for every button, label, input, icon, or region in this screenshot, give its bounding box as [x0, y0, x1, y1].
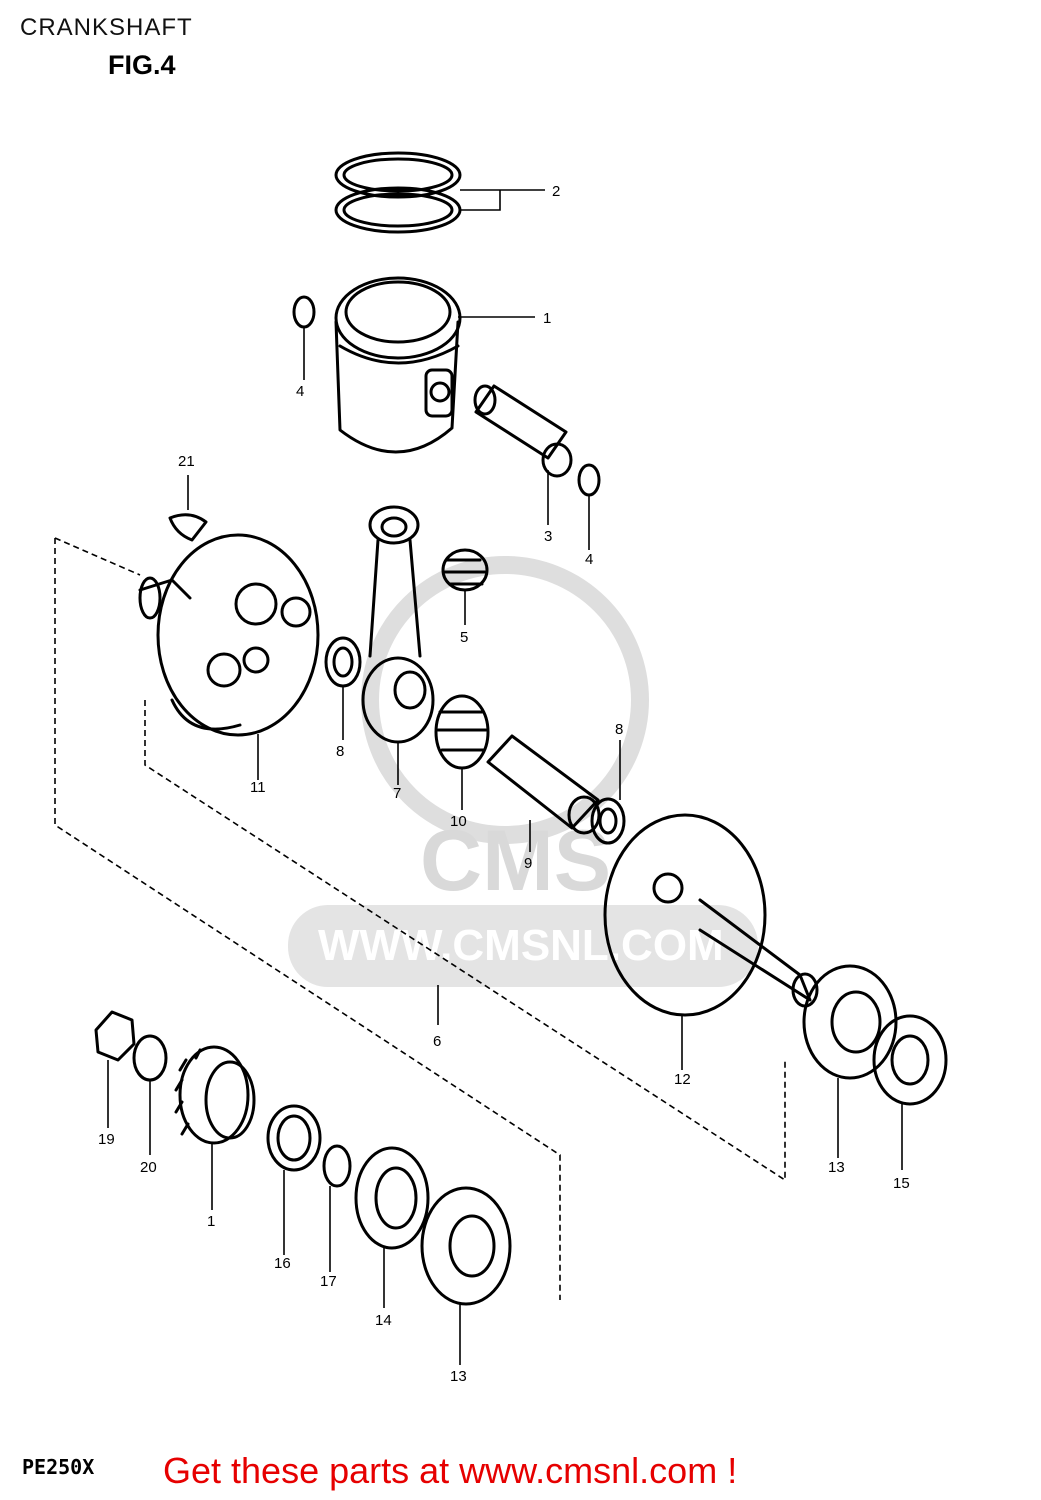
label-1-gear: 1 — [207, 1213, 215, 1230]
oil-seal-right — [872, 1014, 948, 1106]
label-8-right: 8 — [615, 721, 623, 738]
piston-pin — [473, 384, 573, 478]
label-6: 6 — [433, 1033, 441, 1050]
label-13-left: 13 — [450, 1368, 467, 1385]
label-3: 3 — [544, 528, 552, 545]
label-16: 16 — [274, 1255, 291, 1272]
part-labels: 2 1 4 21 3 4 5 8 8 11 7 10 9 6 12 19 20 … — [98, 183, 910, 1385]
primary-drive-gear — [174, 1045, 256, 1145]
label-13-right: 13 — [828, 1159, 845, 1176]
circlip-right — [577, 463, 601, 497]
label-14: 14 — [375, 1312, 392, 1329]
label-21: 21 — [178, 453, 195, 470]
label-19: 19 — [98, 1131, 115, 1148]
watermark-logo-ring — [361, 556, 649, 844]
watermark-logo-text: CMS — [420, 813, 611, 909]
crank-pin — [486, 734, 601, 835]
thrust-washer-right — [590, 797, 626, 845]
crank-half-left — [138, 533, 320, 737]
thrust-washer-left-inner — [332, 646, 354, 678]
label-20: 20 — [140, 1159, 157, 1176]
figure-number: FIG.4 — [108, 50, 176, 80]
label-8-left: 8 — [336, 743, 344, 760]
label-4-right: 4 — [585, 551, 593, 568]
oil-seal-left — [354, 1146, 430, 1250]
label-9: 9 — [524, 855, 532, 872]
big-end-bearing — [434, 694, 490, 770]
piston-rings — [334, 151, 462, 234]
page-title: CRANKSHAFT — [20, 14, 193, 41]
lock-washer — [132, 1034, 168, 1082]
label-12: 12 — [674, 1071, 691, 1088]
watermark-banner — [288, 905, 758, 987]
thrust-washer-left — [324, 636, 362, 688]
circlip-left — [292, 295, 316, 329]
spacer — [266, 1104, 322, 1172]
label-2: 2 — [552, 183, 560, 200]
crank-half-right — [603, 813, 819, 1017]
watermark-url: WWW.CMSNL.COM — [318, 921, 724, 970]
model-code: PE250X — [22, 1455, 95, 1479]
cta-link[interactable]: Get these parts at www.cmsnl.com ! — [163, 1450, 738, 1491]
leader-lines — [54, 189, 903, 1365]
label-7: 7 — [393, 785, 401, 802]
o-ring — [322, 1144, 352, 1188]
thrust-washer-right-inner — [598, 807, 618, 835]
label-15: 15 — [893, 1175, 910, 1192]
watermark: CMS WWW.CMSNL.COM — [288, 556, 758, 987]
bearing-left — [420, 1186, 512, 1306]
bearing-right — [802, 964, 898, 1080]
label-17: 17 — [320, 1273, 337, 1290]
label-10: 10 — [450, 813, 467, 830]
woodruff-key — [168, 513, 208, 542]
label-1-piston: 1 — [543, 310, 551, 327]
label-5: 5 — [460, 629, 468, 646]
piston — [334, 276, 462, 454]
nut — [94, 1010, 136, 1062]
label-11: 11 — [250, 779, 266, 796]
label-4-left: 4 — [296, 383, 304, 400]
